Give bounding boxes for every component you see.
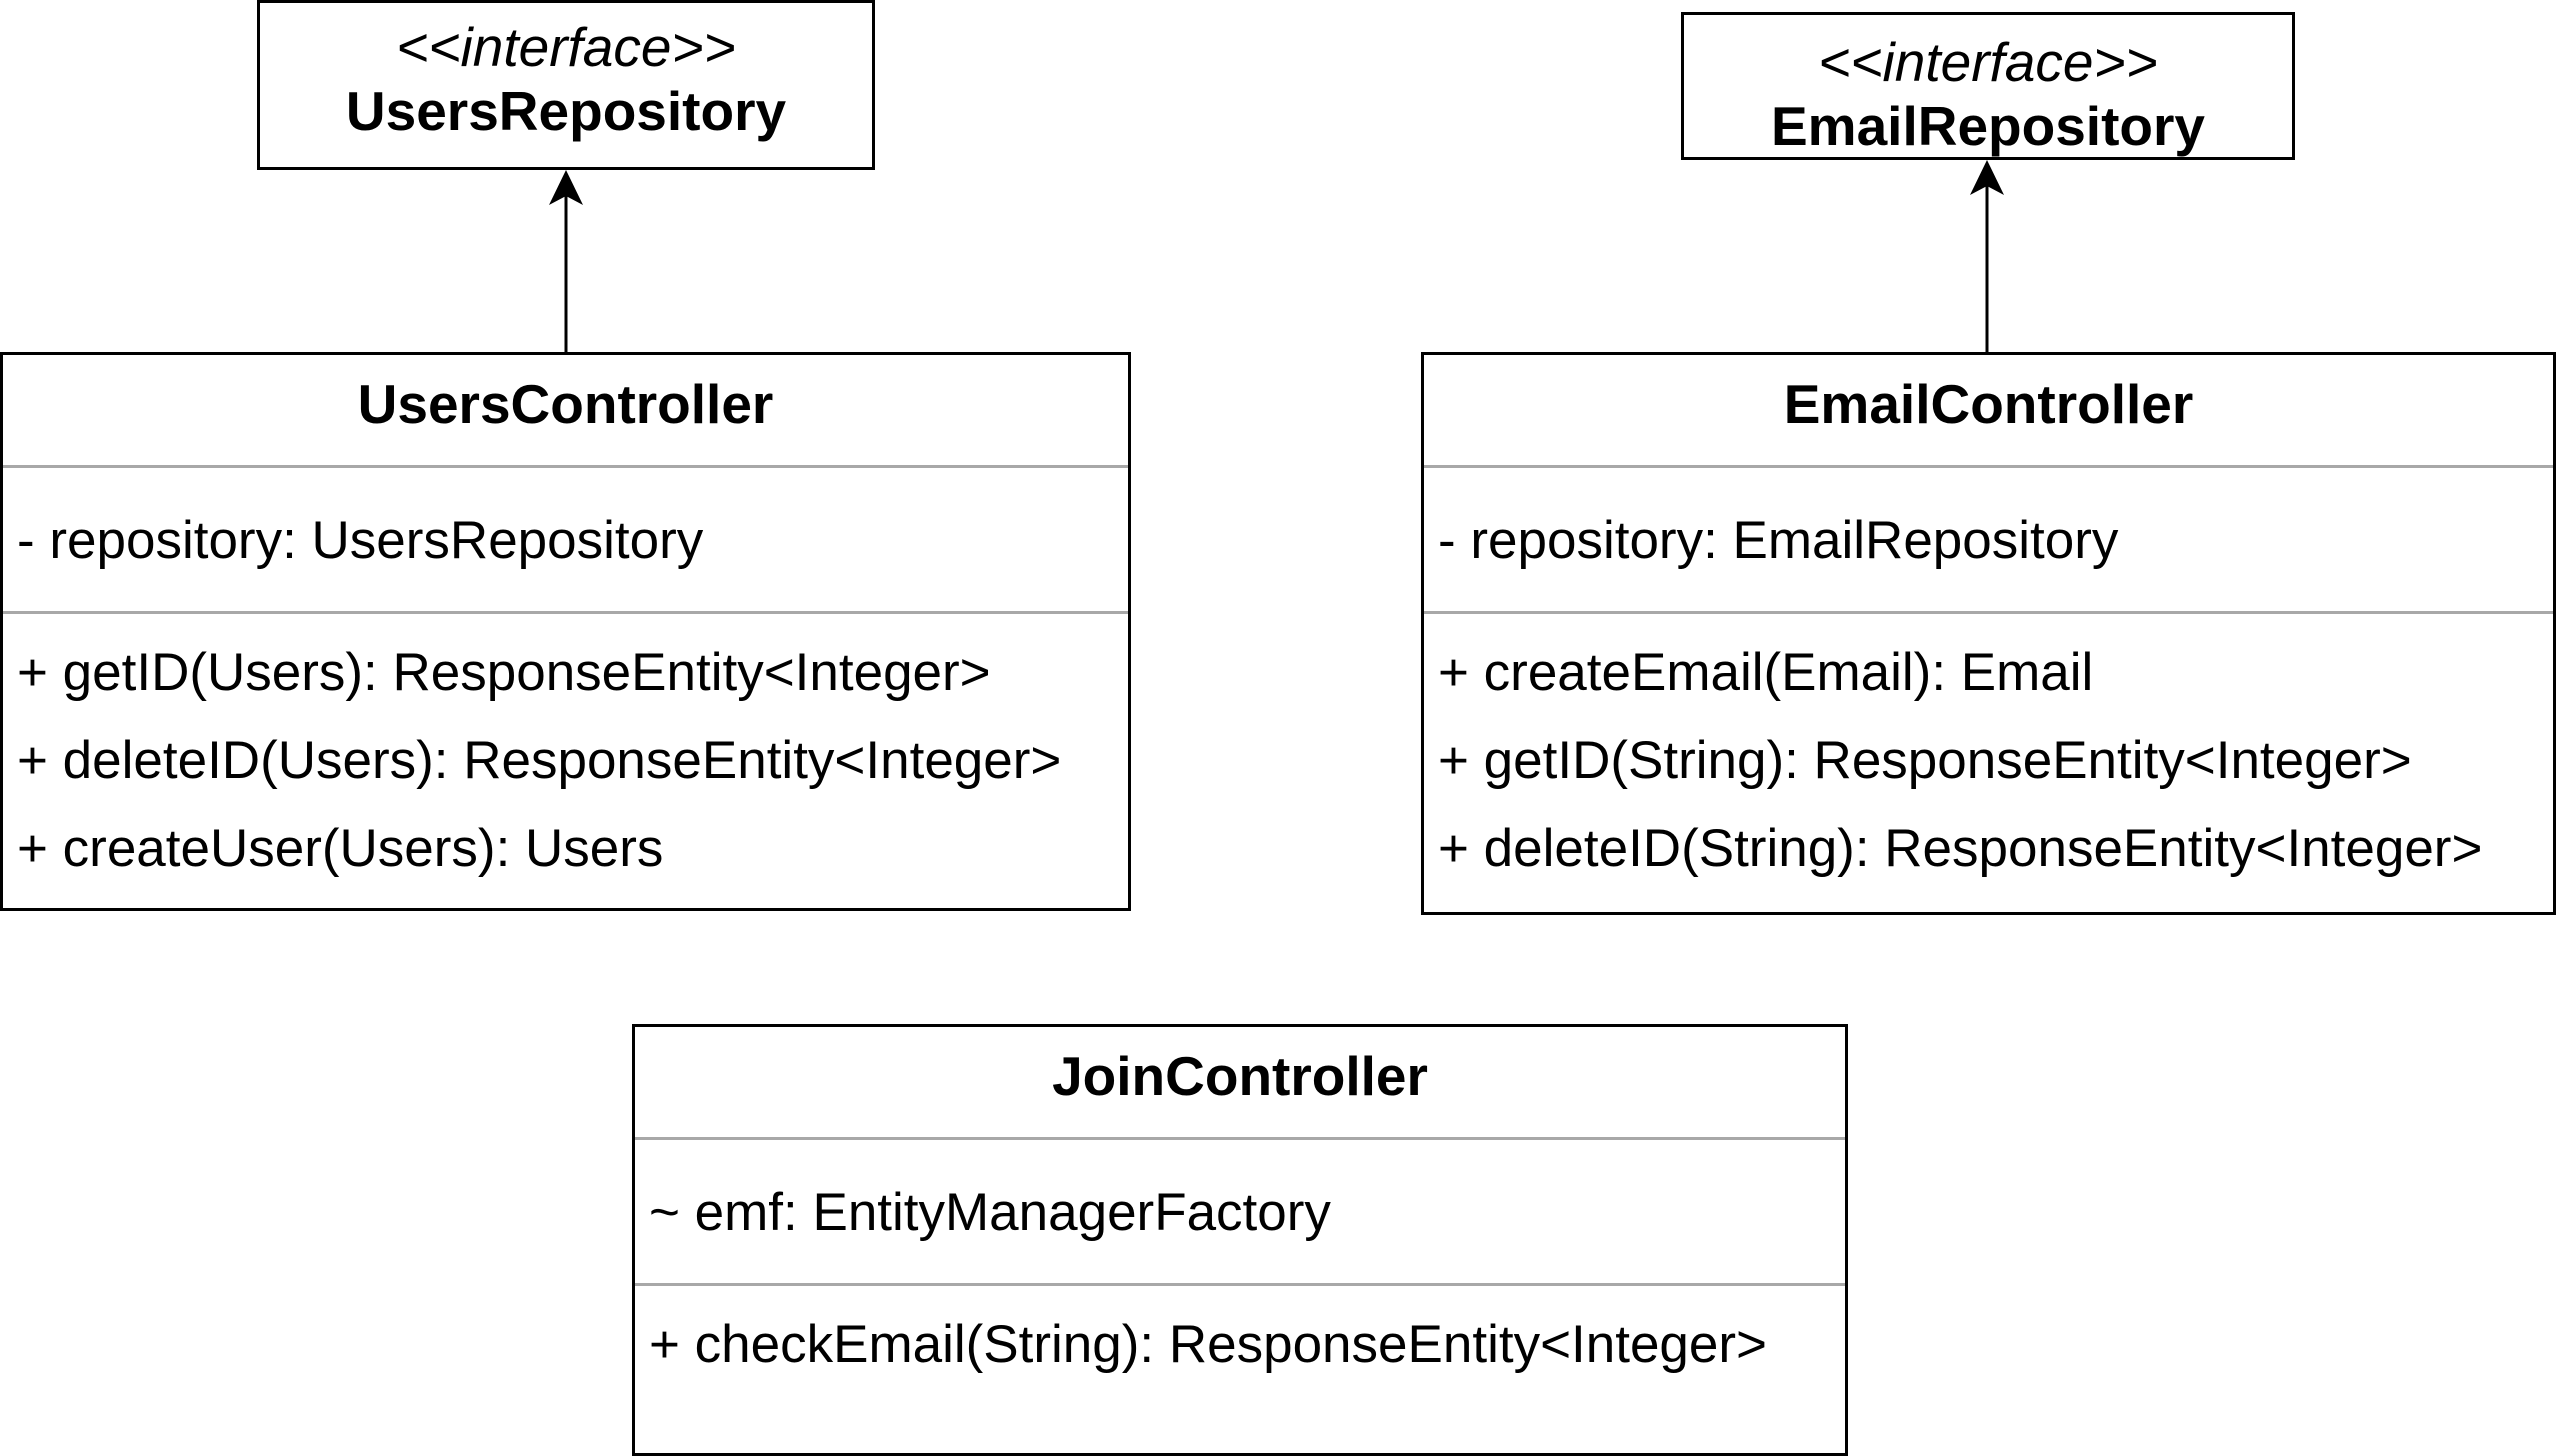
join-controller-attributes: ~ emf: EntityManagerFactory: [635, 1140, 1845, 1283]
join-controller-class: JoinController ~ emf: EntityManagerFacto…: [632, 1024, 1848, 1456]
email-controller-operation: + createEmail(Email): Email: [1438, 643, 2094, 702]
users-controller-operations: + getID(Users): ResponseEntity<Integer> …: [3, 614, 1128, 893]
email-controller-operation: + getID(String): ResponseEntity<Integer>: [1438, 731, 2412, 790]
users-controller-attributes-divider: [3, 611, 1128, 614]
users-controller-operation: + deleteID(Users): ResponseEntity<Intege…: [17, 731, 1062, 790]
users-dependency-connector: [549, 170, 583, 352]
users-controller-operation: + getID(Users): ResponseEntity<Integer>: [17, 643, 991, 702]
email-controller-attribute: - repository: EmailRepository: [1438, 511, 2119, 570]
users-controller-attributes: - repository: UsersRepository: [3, 468, 1128, 611]
join-controller-name: JoinController: [1052, 1045, 1428, 1107]
join-controller-operations: + checkEmail(String): ResponseEntity<Int…: [635, 1286, 1845, 1389]
email-dependency-arrowhead: [1970, 160, 2004, 195]
users-controller-name: UsersController: [357, 373, 774, 435]
email-controller-operation: + deleteID(String): ResponseEntity<Integ…: [1438, 819, 2483, 878]
join-controller-attributes-divider: [635, 1283, 1845, 1286]
users-repository-stereotype: <<interface>>: [396, 16, 736, 78]
users-repository-interface: <<interface>> UsersRepository: [257, 0, 875, 170]
users-controller-class: UsersController - repository: UsersRepos…: [0, 352, 1131, 911]
join-controller-attribute: ~ emf: EntityManagerFactory: [649, 1183, 1331, 1242]
email-controller-attributes: - repository: EmailRepository: [1424, 468, 2553, 611]
users-controller-attribute: - repository: UsersRepository: [17, 511, 704, 570]
email-controller-name-divider: [1424, 465, 2553, 468]
join-controller-name-divider: [635, 1137, 1845, 1140]
email-repository-interface: <<interface>> EmailRepository: [1681, 12, 2295, 160]
email-controller-class: EmailController - repository: EmailRepos…: [1421, 352, 2556, 915]
users-repository-name: UsersRepository: [345, 80, 787, 142]
email-repository-stereotype: <<interface>>: [1818, 31, 2158, 93]
join-controller-operation: + checkEmail(String): ResponseEntity<Int…: [649, 1315, 1767, 1374]
email-controller-operations: + createEmail(Email): Email + getID(Stri…: [1424, 614, 2553, 893]
users-controller-operation: + createUser(Users): Users: [17, 819, 664, 878]
email-repository-name: EmailRepository: [1770, 95, 2205, 157]
email-controller-attributes-divider: [1424, 611, 2553, 614]
users-controller-name-divider: [3, 465, 1128, 468]
users-dependency-arrowhead: [549, 170, 583, 205]
email-dependency-connector: [1970, 160, 2004, 352]
email-controller-name: EmailController: [1783, 373, 2194, 435]
